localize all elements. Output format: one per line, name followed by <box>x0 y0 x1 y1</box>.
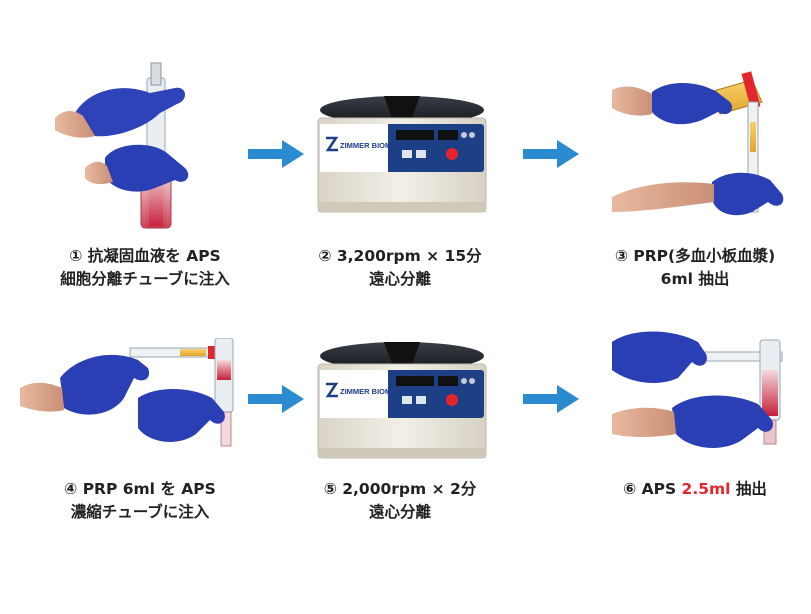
step-4-caption: ④ PRP 6ml を APS 濃縮チューブに注入 <box>20 478 260 524</box>
step-2-line-2: 遠心分離 <box>368 270 431 288</box>
step-5-line-1: ⑤ 2,000rpm × 2分 <box>323 480 477 498</box>
arrow-right-icon <box>248 385 304 413</box>
step-3-caption: ③ PRP(多血小板血漿) 6ml 抽出 <box>580 245 810 291</box>
step-6-volume-highlight: 2.5ml <box>681 480 731 498</box>
arrow-right-icon <box>523 140 579 168</box>
step-4-line-1: ④ PRP 6ml を APS <box>64 480 216 498</box>
centrifuge-brand-label: ZIMMER BIOMET <box>340 141 401 150</box>
centrifuge-image: ZIMMER BIOMET <box>317 96 487 213</box>
step-1-caption: ① 抗凝固血液を APS 細胞分離チューブに注入 <box>20 245 270 291</box>
hands-extracting-prp-image <box>612 71 784 216</box>
hand-injecting-blood-into-tube-image <box>55 62 189 229</box>
step-6-line-1: ⑥ APS 2.5ml 抽出 <box>580 478 810 501</box>
step-2-line-1: ② 3,200rpm × 15分 <box>318 247 482 265</box>
step-1-line-1: ① 抗凝固血液を APS <box>69 247 221 265</box>
arrow-right-icon <box>248 140 304 168</box>
hands-extracting-aps-image <box>612 331 783 448</box>
arrow-right-icon <box>523 385 579 413</box>
centrifuge-brand-label: ZIMMER BIOMET <box>340 387 401 396</box>
step-4-line-2: 濃縮チューブに注入 <box>70 503 210 521</box>
step-1-line-2: 細胞分離チューブに注入 <box>60 270 230 288</box>
centrifuge-image: ZIMMER BIOMET <box>317 342 487 459</box>
step-5-caption: ⑤ 2,000rpm × 2分 遠心分離 <box>290 478 510 524</box>
step-6-caption: ⑥ APS 2.5ml 抽出 <box>580 478 810 501</box>
step-6-line-1-prefix: ⑥ APS <box>623 480 682 498</box>
step-3-line-1: ③ PRP(多血小板血漿) <box>614 247 776 265</box>
step-5-line-2: 遠心分離 <box>368 503 431 521</box>
step-2-caption: ② 3,200rpm × 15分 遠心分離 <box>290 245 510 291</box>
step-3-line-2: 6ml 抽出 <box>660 270 730 288</box>
hands-injecting-prp-image <box>20 338 234 447</box>
step-6-line-1-suffix: 抽出 <box>730 480 767 498</box>
